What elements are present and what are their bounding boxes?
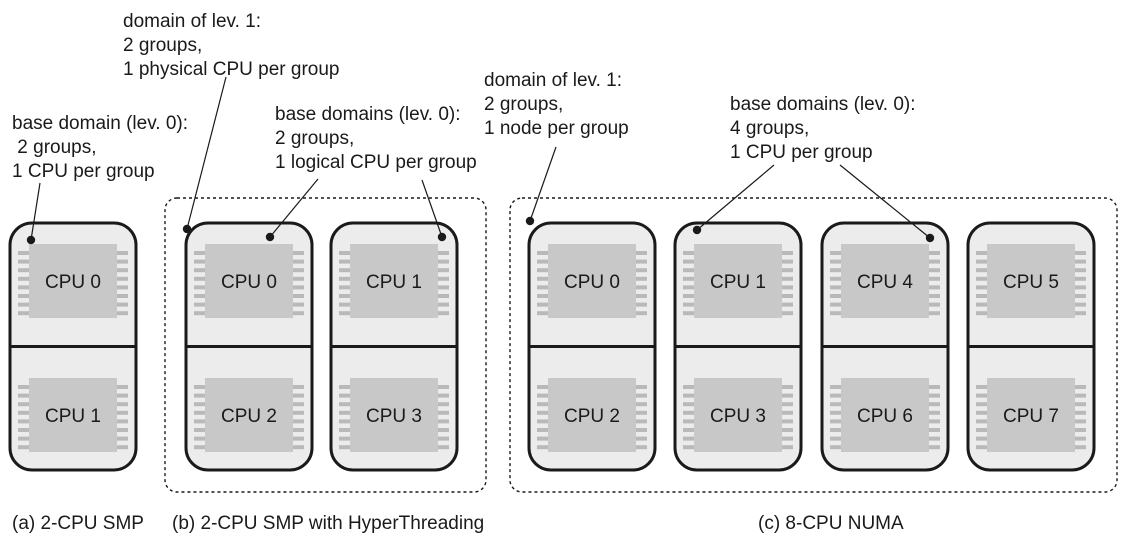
- annotation-line: base domains (lev. 0):: [730, 94, 916, 115]
- annotation-b-level1-domain: domain of lev. 1: 2 groups, 1 physical C…: [123, 10, 340, 82]
- chip-pins: [976, 251, 1086, 316]
- chip-pins: [683, 385, 793, 450]
- cpu-label: CPU 1: [45, 406, 101, 427]
- cpu-package-b1: CPU 1 CPU 3: [329, 221, 459, 472]
- leader-dot: [265, 232, 275, 242]
- annotation-line: 2 groups,: [12, 137, 97, 158]
- annotation-line: base domain (lev. 0):: [12, 113, 189, 134]
- leader-a-base: [26, 182, 41, 245]
- cpu-chip: [694, 378, 782, 452]
- annotation-line: 1 CPU per group: [730, 142, 873, 163]
- leader-dot: [26, 235, 36, 245]
- leader-c-base-1: [839, 164, 935, 243]
- cpu-label: CPU 2: [221, 406, 277, 427]
- chip-pins: [194, 385, 304, 450]
- leader-dot: [925, 233, 935, 243]
- cpu-label: CPU 3: [366, 406, 422, 427]
- annotation-c-level1-domain: domain of lev. 1: 2 groups, 1 node per g…: [484, 69, 629, 141]
- cpu-chip: [205, 378, 293, 452]
- annotation-a-base-domain: base domain (lev. 0): 2 groups, 1 CPU pe…: [12, 112, 188, 184]
- annotation-line: 2 groups,: [275, 128, 355, 149]
- chip-pins: [18, 385, 128, 450]
- domain-outline-b: [164, 197, 487, 493]
- chip-pins: [537, 385, 647, 450]
- leader-dot: [692, 225, 702, 235]
- cpu-chip: [987, 244, 1075, 318]
- annotation-line: 1 CPU per group: [12, 161, 155, 182]
- chip-pins: [830, 385, 940, 450]
- cpu-label: CPU 1: [710, 272, 766, 293]
- cpu-chip: [205, 244, 293, 318]
- caption-b: (b) 2-CPU SMP with HyperThreading: [172, 513, 485, 534]
- annotation-line: domain of lev. 1:: [484, 70, 623, 91]
- leader-c-base-0: [692, 164, 775, 235]
- cpu-label: CPU 7: [1003, 406, 1059, 427]
- cpu-package-c0: CPU 0 CPU 2: [527, 221, 657, 472]
- annotation-line: 1 physical CPU per group: [123, 59, 340, 80]
- cpu-chip: [841, 378, 929, 452]
- leader-dot: [437, 232, 447, 242]
- cpu-label: CPU 0: [221, 272, 277, 293]
- cpu-label: CPU 5: [1003, 272, 1059, 293]
- leader-b-base-1: [421, 179, 447, 242]
- cpu-label: CPU 0: [564, 272, 620, 293]
- leader-dot: [182, 224, 192, 234]
- cpu-chip: [694, 244, 782, 318]
- cpu-chip: [987, 378, 1075, 452]
- cpu-chip: [548, 378, 636, 452]
- annotation-c-base-domains: base domains (lev. 0): 4 groups, 1 CPU p…: [730, 93, 916, 165]
- caption-c: (c) 8-CPU NUMA: [758, 513, 904, 534]
- cpu-chip: [29, 378, 117, 452]
- annotation-line: 4 groups,: [730, 118, 810, 139]
- cpu-chip: [350, 244, 438, 318]
- chip-pins: [339, 385, 449, 450]
- cpu-package-c3: CPU 5 CPU 7: [966, 221, 1096, 472]
- leader-c-level1: [525, 146, 557, 226]
- cpu-package-a0: CPU 0 CPU 1: [8, 221, 138, 472]
- chip-pins: [339, 251, 449, 316]
- cpu-label: CPU 6: [857, 406, 913, 427]
- cpu-chip: [841, 244, 929, 318]
- cpu-chip: [350, 378, 438, 452]
- annotation-line: 2 groups,: [484, 94, 564, 115]
- annotation-line: domain of lev. 1:: [123, 11, 262, 32]
- annotation-line: 1 logical CPU per group: [275, 152, 477, 173]
- chip-pins: [830, 251, 940, 316]
- cpu-package-b0: CPU 0 CPU 2: [184, 221, 314, 472]
- cpu-package-c2: CPU 4 CPU 6: [820, 221, 950, 472]
- cpu-label: CPU 2: [564, 406, 620, 427]
- annotation-line: 2 groups,: [123, 35, 203, 56]
- cpu-label: CPU 3: [710, 406, 766, 427]
- caption-a: (a) 2-CPU SMP: [12, 513, 144, 534]
- leader-b-base-0: [265, 178, 319, 242]
- cpu-chip: [29, 244, 117, 318]
- cpu-label: CPU 4: [857, 272, 913, 293]
- cpu-package-c1: CPU 1 CPU 3: [673, 221, 803, 472]
- chip-pins: [194, 251, 304, 316]
- leader-dot: [525, 216, 535, 226]
- annotation-b-base-domains: base domains (lev. 0): 2 groups, 1 logic…: [275, 103, 477, 175]
- chip-pins: [976, 385, 1086, 450]
- cpu-label: CPU 1: [366, 272, 422, 293]
- cpu-chip: [548, 244, 636, 318]
- cpu-label: CPU 0: [45, 272, 101, 293]
- annotation-line: 1 node per group: [484, 118, 629, 139]
- annotation-line: base domains (lev. 0):: [275, 104, 461, 125]
- chip-pins: [537, 251, 647, 316]
- chip-pins: [683, 251, 793, 316]
- leader-b-level1: [182, 76, 227, 234]
- domain-outline-c: [509, 197, 1118, 493]
- chip-pins: [18, 251, 128, 316]
